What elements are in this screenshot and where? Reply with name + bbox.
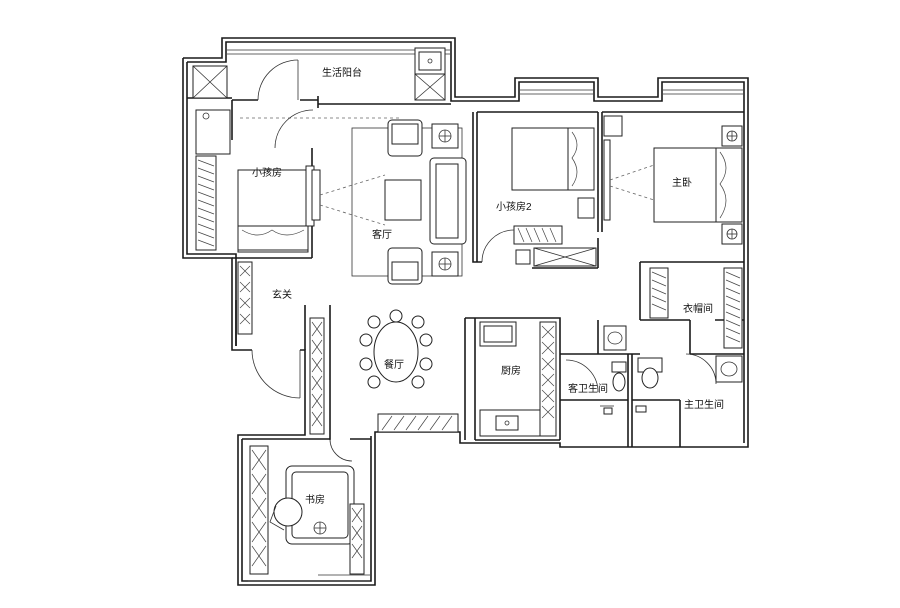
wardrobe-2	[513, 225, 563, 245]
closet-rack-right	[723, 267, 743, 349]
label-study: 书房	[305, 493, 325, 506]
dining-table	[373, 321, 419, 383]
balcony-area	[192, 47, 446, 119]
kids-room-2-furniture	[481, 127, 597, 267]
desk	[195, 109, 231, 155]
closet-furniture	[649, 267, 743, 349]
living-room-furniture	[311, 119, 467, 285]
kitchen-furniture	[479, 321, 557, 437]
coffee-table	[384, 179, 422, 221]
tv-unit	[311, 169, 321, 221]
study-furniture	[249, 438, 365, 575]
entrance-cabinet	[309, 317, 325, 435]
label-entrance: 玄关	[272, 288, 292, 301]
label-walk-in-closet: 衣帽间	[683, 302, 713, 315]
label-balcony: 生活阳台	[322, 66, 362, 79]
guest-toilet	[612, 372, 626, 392]
counter	[539, 321, 557, 437]
master-bedroom-furniture	[603, 115, 743, 245]
tv-unit-master	[603, 139, 611, 221]
shoe-cabinet	[237, 261, 253, 335]
guest-bathroom-fixtures	[565, 325, 627, 415]
kids-room-furniture	[195, 109, 315, 253]
closet-rack-left	[649, 267, 669, 319]
label-master-bathroom: 主卫生间	[684, 398, 724, 411]
label-master-bedroom: 主卧	[672, 176, 692, 189]
label-kids-room-2: 小孩房2	[496, 200, 532, 213]
label-kitchen: 厨房	[501, 364, 521, 377]
guest-basin	[603, 325, 627, 351]
master-bathroom-fixtures	[635, 353, 743, 413]
bookshelf	[249, 445, 269, 575]
study-chair	[273, 497, 303, 527]
sideboard	[377, 413, 459, 433]
label-dining-room: 餐厅	[384, 358, 404, 371]
master-basin	[715, 355, 743, 383]
label-guest-bathroom: 客卫生间	[568, 382, 608, 395]
guest-toilet-tank	[611, 361, 627, 373]
master-toilet	[641, 367, 659, 389]
vanity	[603, 115, 623, 137]
windows	[227, 49, 743, 582]
label-living-room: 客厅	[372, 228, 392, 241]
entrance-furniture	[237, 261, 325, 435]
dining-furniture	[359, 309, 459, 433]
interior-walls	[187, 96, 744, 447]
label-kids-room: 小孩房	[252, 166, 282, 179]
